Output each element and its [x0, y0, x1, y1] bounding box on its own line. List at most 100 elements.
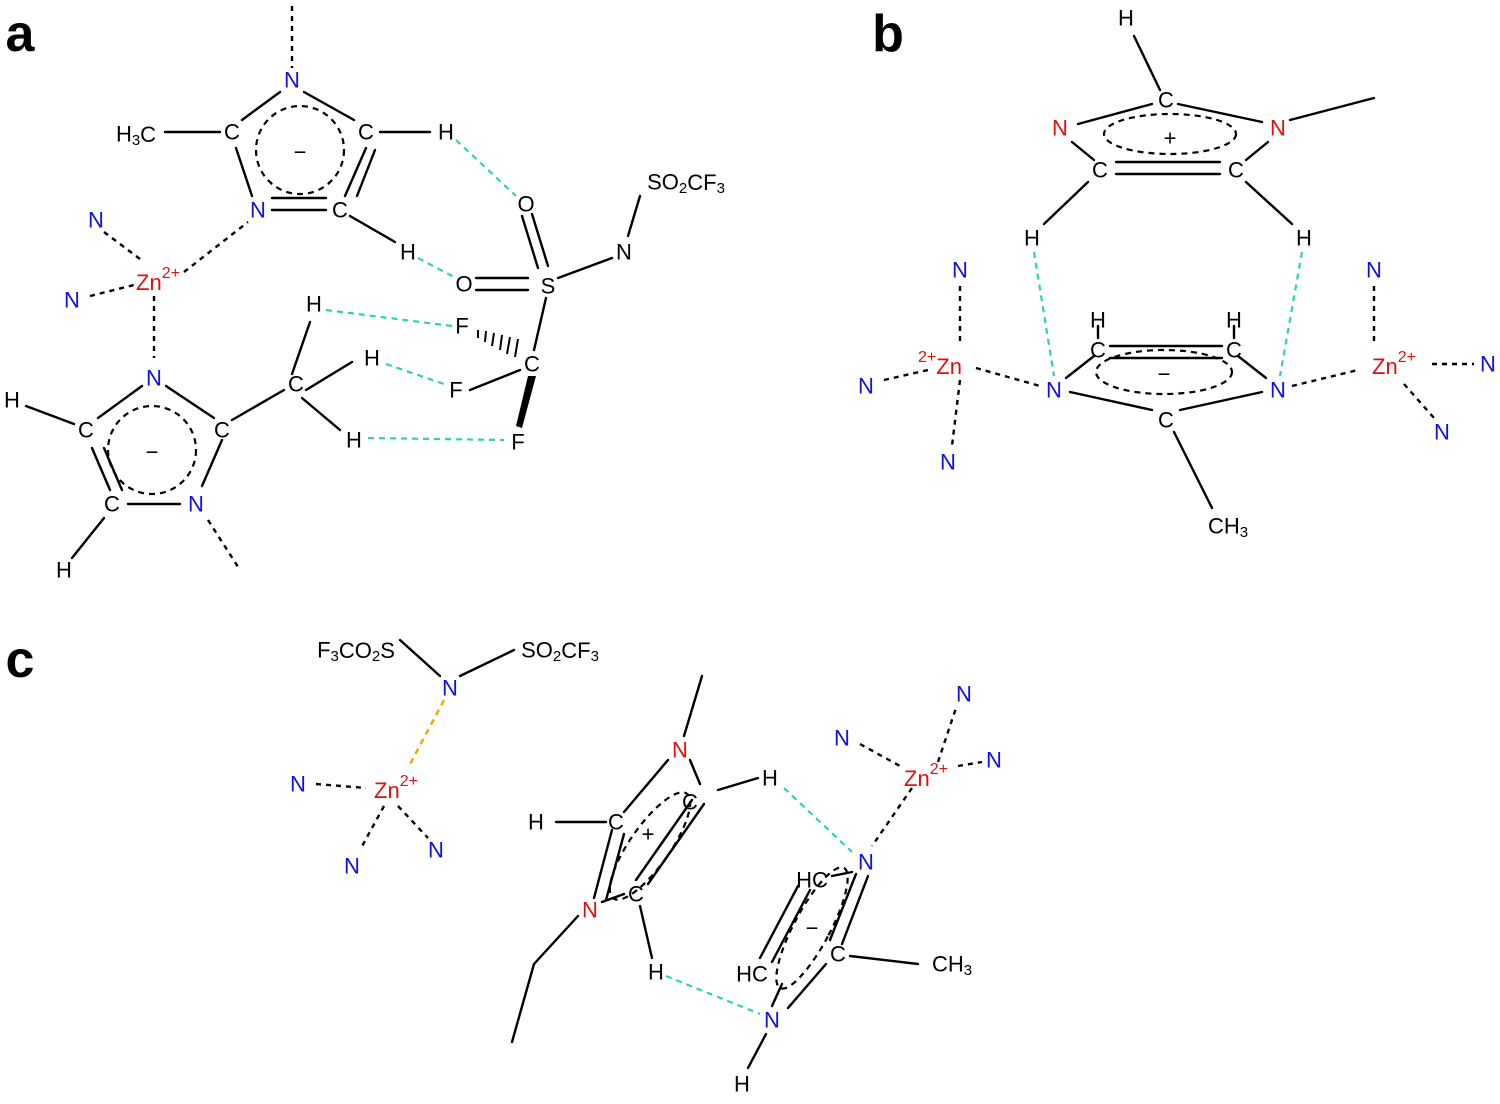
- atom-n-coordinating: N: [1366, 258, 1382, 283]
- atom-c: C: [104, 492, 120, 517]
- atom-c: C: [830, 942, 846, 967]
- panel-b-hydrogen-bonds: [1032, 251, 1304, 377]
- group-so2cf3: SO2CF3: [647, 170, 725, 197]
- atom-n-coordinating: N: [858, 374, 874, 399]
- panel-a-upper-imidazolate: N C C N C − H3C H H: [116, 6, 454, 265]
- atom-c: C: [332, 198, 348, 223]
- atom-f: F: [449, 378, 462, 403]
- panel-b: b H C N N C C + H H: [858, 5, 1496, 541]
- atom-h: H: [1226, 308, 1242, 333]
- zinc-ion: Zn2+: [1372, 349, 1416, 379]
- solid-wedge-bond: [516, 376, 536, 428]
- atom-h: H: [1024, 226, 1040, 251]
- atom-n: N: [858, 850, 874, 875]
- atom-n-coordinating: N: [986, 748, 1002, 773]
- atom-h: H: [306, 292, 322, 317]
- panel-c-zinc-left: N N N Zn2+: [290, 772, 444, 879]
- panel-c-imidazolium-cation: N C C N C + H H H: [510, 674, 778, 1044]
- panel-label-b: b: [872, 5, 904, 63]
- atom-h: H: [346, 428, 362, 453]
- atom-h: H: [364, 346, 380, 371]
- atom-h: H: [734, 1072, 750, 1097]
- atom-h: H: [400, 240, 416, 265]
- group-f3co2s: F3CO2S: [317, 638, 395, 665]
- charge-plus: +: [1164, 126, 1177, 151]
- atom-h: H: [528, 810, 544, 835]
- atom-c: C: [628, 882, 644, 907]
- atom-c: C: [608, 810, 624, 835]
- panel-c-tfsi-anion: F3CO2S SO2CF3 N: [317, 638, 599, 769]
- atom-h: H: [762, 766, 778, 791]
- charge-minus: −: [1158, 362, 1171, 387]
- panel-c-zinc-right: N N N Zn2+: [834, 682, 1002, 847]
- atom-n-cationic: N: [1052, 116, 1068, 141]
- panel-a-tfsi-anion: O O S N SO2CF3 C F F F: [449, 170, 725, 455]
- atom-hc: HC: [736, 962, 768, 987]
- atom-n-coordinating: N: [344, 854, 360, 879]
- panel-c: c F3CO2S SO2CF3 N N N N Zn2+: [6, 631, 1002, 1097]
- charge-minus: −: [294, 140, 307, 165]
- methyl-h3c: H3C: [116, 122, 156, 149]
- atom-h: H: [56, 558, 72, 583]
- atom-c: C: [1158, 408, 1174, 433]
- panel-a: a N C C N C − H3C H H: [4, 5, 725, 583]
- atom-c: C: [224, 120, 240, 145]
- atom-n: N: [442, 676, 458, 701]
- atom-h: H: [648, 960, 664, 985]
- panel-b-zinc-right: N N N Zn2+: [1291, 258, 1496, 445]
- atom-n-coordinating: N: [290, 772, 306, 797]
- atom-c: C: [1228, 158, 1244, 183]
- atom-n-coordinating: N: [428, 838, 444, 863]
- atom-n: N: [146, 366, 162, 391]
- zinc-ion: Zn2+: [136, 265, 180, 295]
- panel-label-c: c: [6, 631, 35, 689]
- atom-n: N: [284, 68, 300, 93]
- atom-n-coordinating: N: [1480, 352, 1496, 377]
- atom-n: N: [1046, 378, 1062, 403]
- atom-n-coordinating: N: [940, 450, 956, 475]
- charge-minus: −: [146, 440, 159, 465]
- atom-c: C: [524, 352, 540, 377]
- panel-a-lower-imidazolate: N C C C N − H H C H H H: [4, 292, 380, 583]
- panel-c-imidazole: N HC C − HC N H CH3: [734, 850, 972, 1097]
- atom-h: H: [1296, 226, 1312, 251]
- atom-h: H: [1090, 308, 1106, 333]
- panel-b-zinc-left: N N N 2+Zn: [858, 258, 1041, 475]
- zinc-ion: Zn2+: [904, 761, 948, 791]
- atom-h: H: [1118, 6, 1134, 31]
- atom-c: C: [358, 120, 374, 145]
- panel-b-bridging-imidazolate: H H C C N N C − CH3: [1046, 308, 1286, 541]
- charge-minus: −: [806, 916, 819, 941]
- panel-c-hydrogen-bonds: [665, 787, 853, 1016]
- atom-n: N: [188, 492, 204, 517]
- panel-a-hydrogen-bonds: [325, 139, 517, 442]
- atom-c: C: [682, 790, 698, 815]
- atom-n-cationic: N: [582, 898, 598, 923]
- atom-n: N: [1270, 378, 1286, 403]
- atom-n-coordinating: N: [1434, 420, 1450, 445]
- atom-c: C: [214, 418, 230, 443]
- atom-n: N: [616, 240, 632, 265]
- charge-plus: +: [642, 822, 655, 847]
- atom-h: H: [438, 120, 454, 145]
- atom-c: C: [78, 418, 94, 443]
- atom-c: C: [1092, 158, 1108, 183]
- atom-n-cationic: N: [672, 738, 688, 763]
- atom-f: F: [455, 314, 468, 339]
- methyl-ch3: CH3: [932, 952, 972, 979]
- atom-n-coordinating: N: [64, 288, 80, 313]
- atom-h: H: [4, 388, 20, 413]
- atom-c: C: [288, 372, 304, 397]
- atom-s: S: [541, 274, 556, 299]
- atom-o: O: [455, 272, 472, 297]
- atom-c: C: [1158, 88, 1174, 113]
- atom-n: N: [764, 1008, 780, 1033]
- atom-n: N: [250, 198, 266, 223]
- panel-a-zinc-center: N N Zn2+: [64, 208, 249, 358]
- atom-f: F: [511, 430, 524, 455]
- atom-c: C: [1226, 338, 1242, 363]
- atom-n-coordinating: N: [956, 682, 972, 707]
- zinc-ion: 2+Zn: [918, 349, 962, 379]
- atom-n-coordinating: N: [88, 208, 104, 233]
